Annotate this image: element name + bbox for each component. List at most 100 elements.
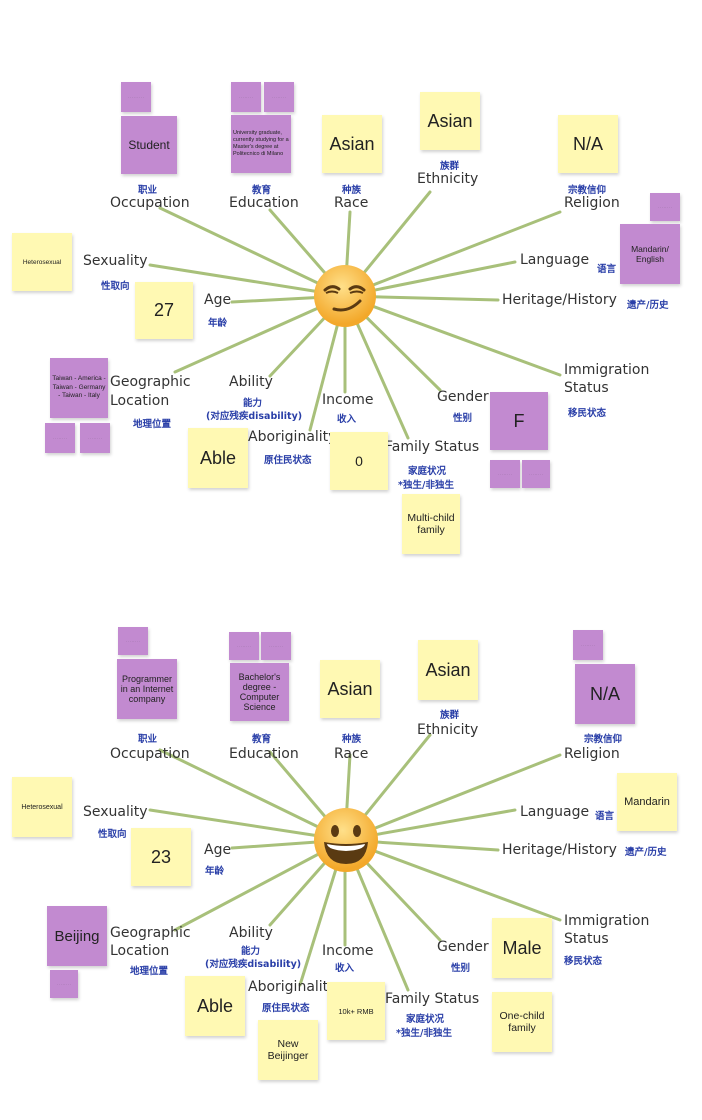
age-label: Age <box>204 292 232 308</box>
age-cn: 年龄 <box>208 318 228 329</box>
ethnicity-cn: 族群 <box>440 710 460 721</box>
geo-cn: 地理位置 <box>133 419 172 430</box>
race-cn: 种族 <box>342 185 362 196</box>
race-label: Race <box>334 746 369 762</box>
family-note: One-child family <box>492 992 552 1052</box>
occupation-note: Programmer in an Internet company <box>117 659 177 719</box>
immigration-label-2: Status <box>564 931 609 947</box>
language-cn: 语言 <box>595 811 615 822</box>
ability-cn-2: (对应残疾disability) <box>206 411 303 422</box>
gender-label: Gender <box>437 939 489 955</box>
family-label: Family Status <box>385 991 480 1007</box>
ethnicity-label: Ethnicity <box>417 171 479 187</box>
occupation-label: Occupation <box>110 195 190 211</box>
ability-note: Able <box>188 428 248 488</box>
heritage-label: Heritage/History <box>502 842 617 858</box>
ability-label: Ability <box>229 925 273 941</box>
tiny-note: · · · · · · · · <box>45 423 75 453</box>
education-note: University graduate, currently studying … <box>231 115 291 173</box>
ability-cn-1: 能力 <box>243 398 263 409</box>
immigration-label-1: Immigration <box>564 362 650 378</box>
tiny-note: · · · · · · · · <box>264 82 294 112</box>
family-cn-2: *独生/非独生 <box>398 480 454 491</box>
family-label: Family Status <box>385 439 480 455</box>
family-cn-2: *独生/非独生 <box>396 1028 452 1039</box>
tiny-note: · · · · · · · · <box>522 460 550 488</box>
religion-cn: 宗教信仰 <box>568 185 607 196</box>
race-note: Asian <box>322 115 382 173</box>
tiny-note: · · · · · · · · <box>490 460 520 488</box>
ethnicity-note: Asian <box>420 92 480 150</box>
sexuality-label: Sexuality <box>83 253 148 269</box>
family-cn-1: 家庭状况 <box>408 466 447 477</box>
heritage-label: Heritage/History <box>502 292 617 308</box>
ability-cn-1: 能力 <box>241 946 261 957</box>
ethnicity-note: Asian <box>418 640 478 700</box>
age-note: 27 <box>135 282 193 339</box>
occupation-label: Occupation <box>110 746 190 762</box>
immigration-label-1: Immigration <box>564 913 650 929</box>
age-cn: 年龄 <box>205 866 225 877</box>
age-label: Age <box>204 842 232 858</box>
grinning-face-emoji <box>314 808 378 872</box>
tiny-note: · · · · · · · · <box>650 193 680 221</box>
geo-label-1: Geographic <box>110 374 191 390</box>
religion-label: Religion <box>564 195 620 211</box>
gender-label: Gender <box>437 389 489 405</box>
language-note: Mandarin/ English <box>620 224 680 284</box>
sexuality-note: Heterosexual <box>12 777 72 837</box>
language-label: Language <box>520 252 590 268</box>
language-note: Mandarin <box>617 773 677 831</box>
income-cn: 收入 <box>335 963 355 974</box>
aboriginality-cn: 原住民状态 <box>262 1003 310 1014</box>
religion-note: N/A <box>558 115 618 173</box>
identity-diagram-1: 职业 Occupation 教育 Education 种族 Race 族群 Et… <box>0 60 702 580</box>
heritage-cn: 遗产/历史 <box>625 847 667 858</box>
income-note: 10k+ RMB <box>327 982 385 1040</box>
geo-cn: 地理位置 <box>130 966 169 977</box>
occupation-cn: 职业 <box>138 734 158 745</box>
ethnicity-label: Ethnicity <box>417 722 479 738</box>
tiny-note: · · · · · · · · <box>80 423 110 453</box>
gender-note: Male <box>492 918 552 978</box>
aboriginality-label: Aboriginality <box>248 979 337 995</box>
education-cn: 教育 <box>252 734 272 745</box>
tiny-note: · · · · · · · · <box>50 970 78 998</box>
language-label: Language <box>520 804 590 820</box>
sexuality-cn: 性取向 <box>101 281 130 292</box>
religion-cn: 宗教信仰 <box>584 734 623 745</box>
education-label: Education <box>229 746 299 762</box>
aboriginality-label: Aboriginality <box>248 429 337 445</box>
race-label: Race <box>334 195 369 211</box>
sexuality-note: Heterosexual <box>12 233 72 291</box>
heritage-cn: 遗产/历史 <box>627 300 669 311</box>
income-label: Income <box>322 392 374 408</box>
gender-cn: 性别 <box>451 963 471 974</box>
education-label: Education <box>229 195 299 211</box>
sexuality-label: Sexuality <box>83 804 148 820</box>
ability-note: Able <box>185 976 245 1036</box>
income-label: Income <box>322 943 374 959</box>
aboriginality-cn: 原住民状态 <box>264 455 312 466</box>
gender-cn: 性别 <box>453 413 473 424</box>
geo-label-2: Location <box>110 943 170 959</box>
tiny-note: · · · · · · · · <box>573 630 603 660</box>
race-cn: 种族 <box>342 734 362 745</box>
tiny-note: · · · · · · · · <box>118 627 148 655</box>
tiny-note: · · · · · · · · · <box>121 82 151 112</box>
occupation-note: Student <box>121 116 177 174</box>
occupation-cn: 职业 <box>138 185 158 196</box>
immigration-cn: 移民状态 <box>564 956 603 967</box>
religion-label: Religion <box>564 746 620 762</box>
sexuality-cn: 性取向 <box>98 829 127 840</box>
geo-note: Taiwan - America - Taiwan - Germany - Ta… <box>50 358 108 418</box>
religion-note: N/A <box>575 664 635 724</box>
gender-note: F <box>490 392 548 450</box>
ethnicity-cn: 族群 <box>440 161 460 172</box>
ability-label: Ability <box>229 374 273 390</box>
tiny-note: · · · · · · · · <box>261 632 291 660</box>
geo-label-1: Geographic <box>110 925 191 941</box>
tiny-note: · · · · · · · · <box>229 632 259 660</box>
immigration-label-2: Status <box>564 380 609 396</box>
tiny-note: · · · · · · · · <box>231 82 261 112</box>
